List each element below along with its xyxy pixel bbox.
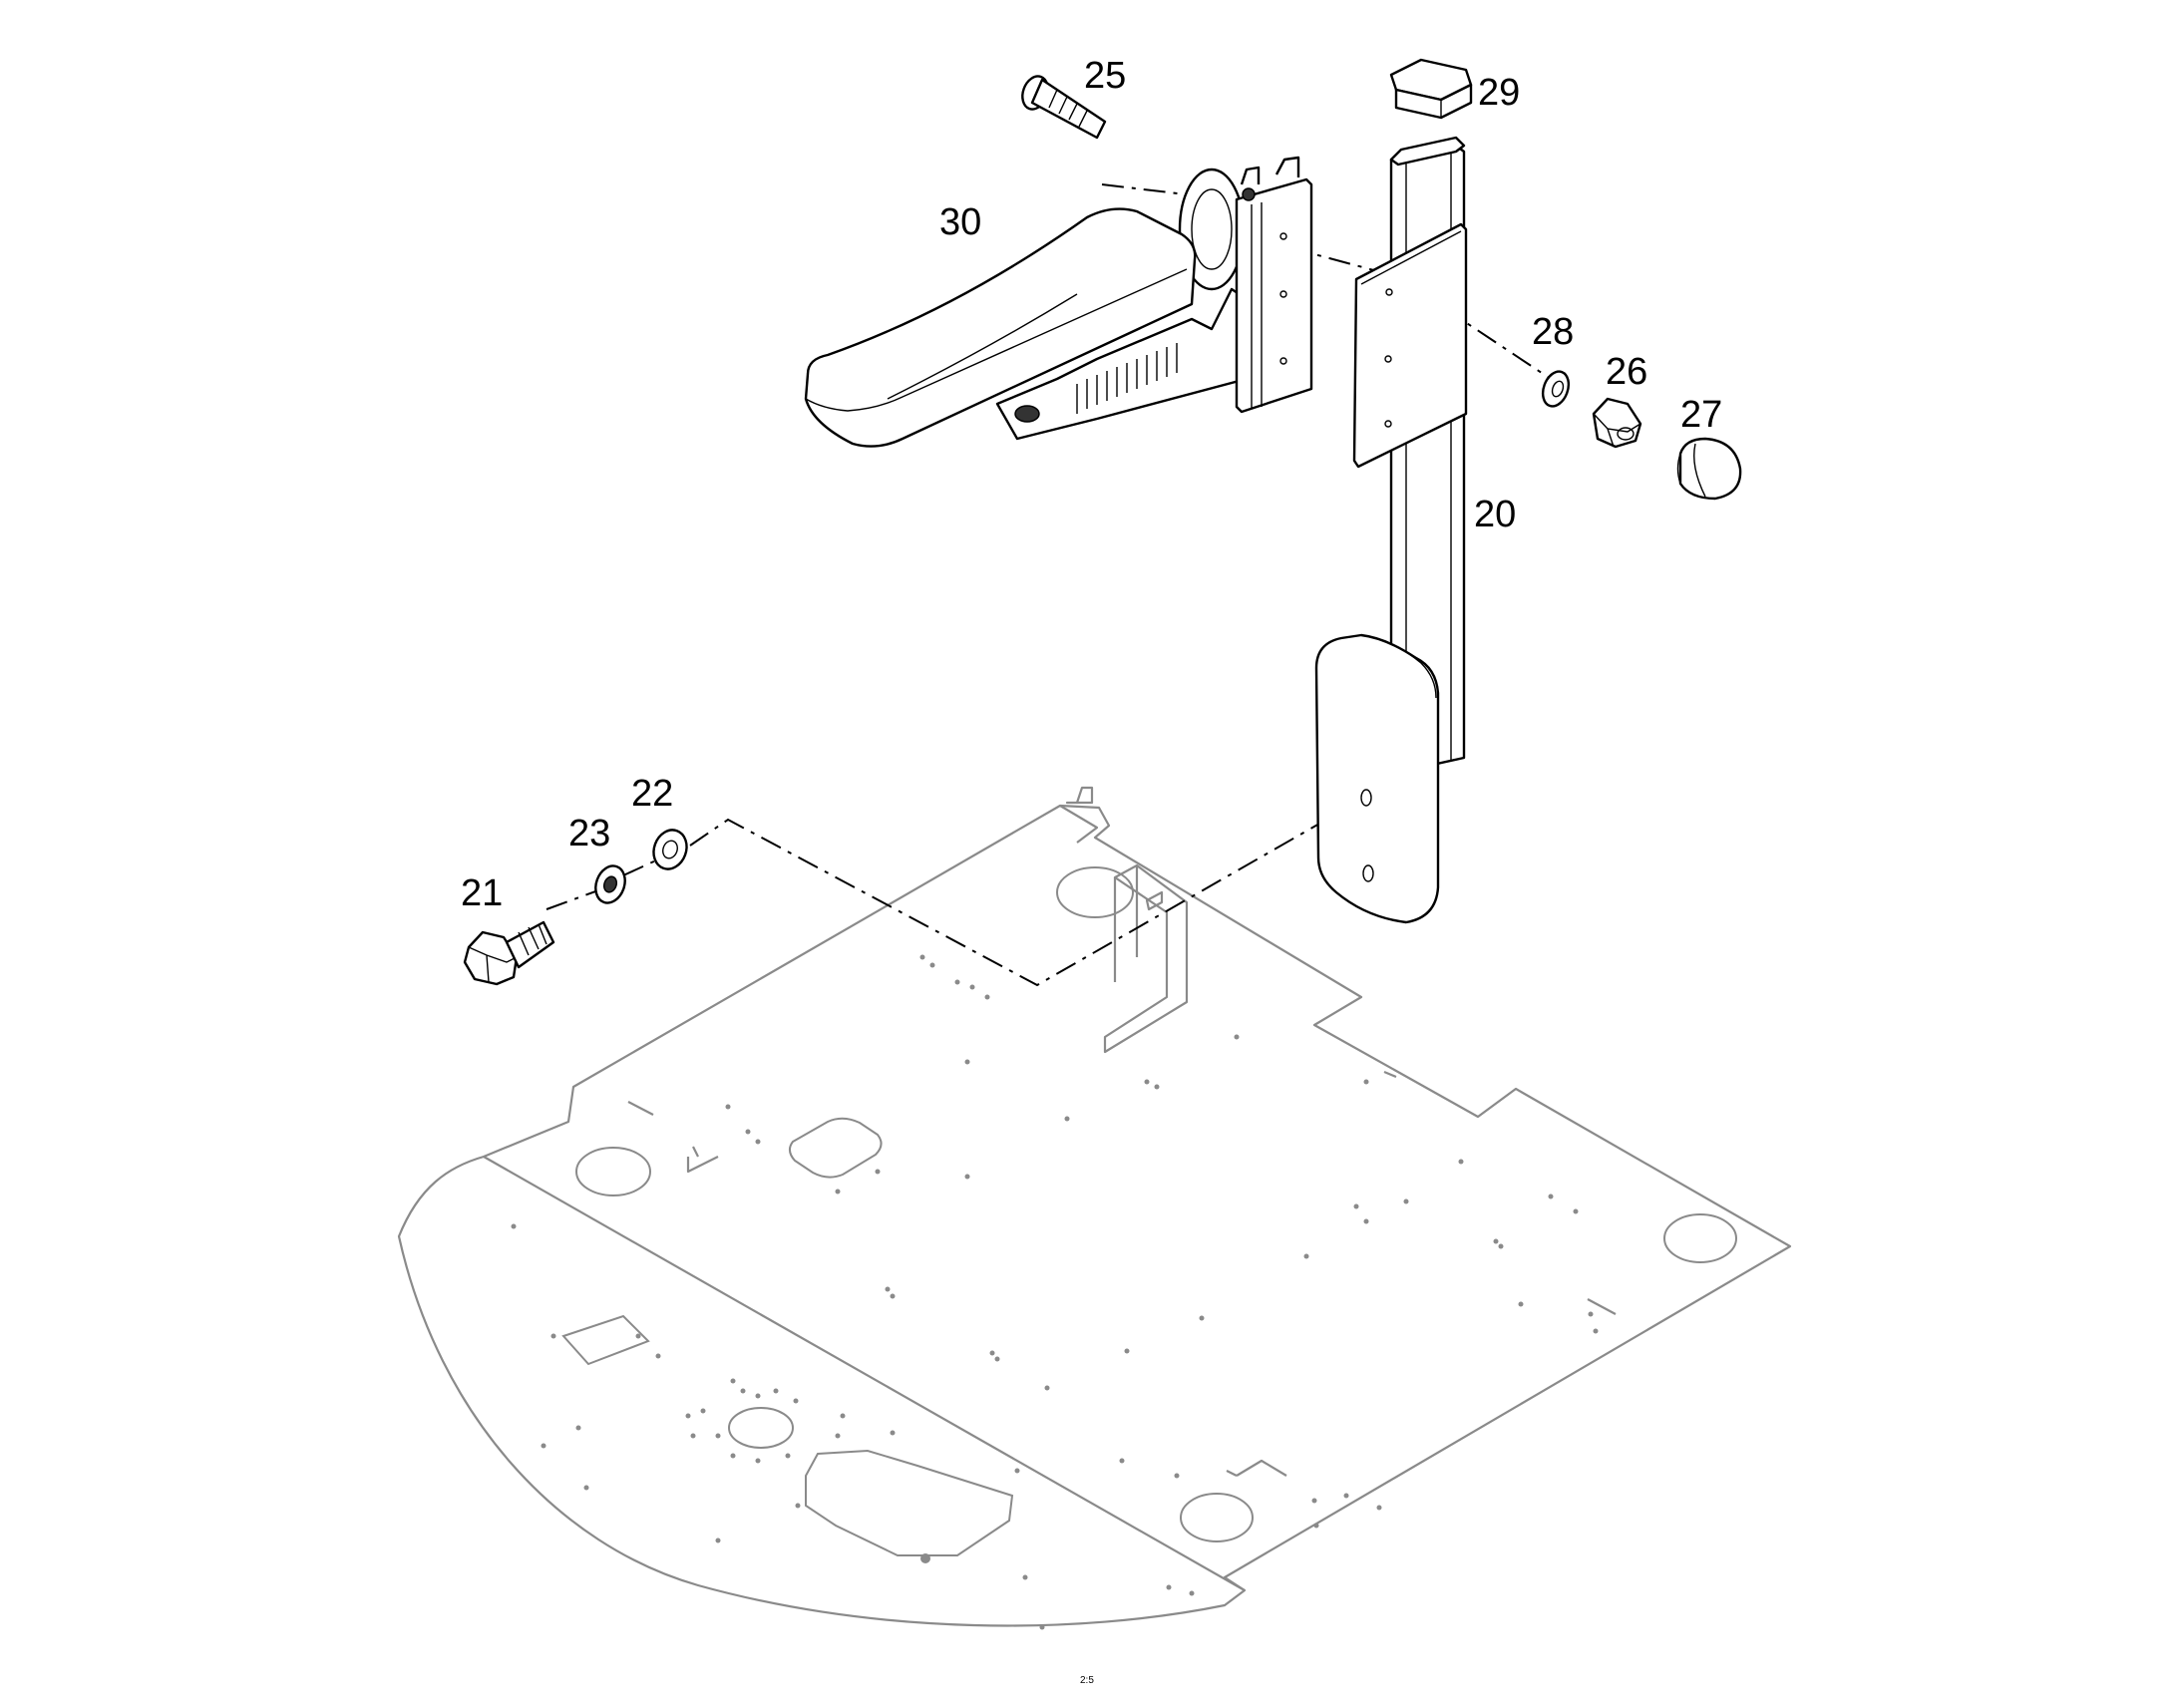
plate-hole [1056,866,1134,918]
plate-hole [1663,1213,1737,1263]
washer-22 [652,829,688,870]
armrest-30 [804,156,1313,448]
plate-hole [575,1147,651,1196]
assembly-lines [545,183,1555,987]
washer-28 [1541,370,1571,408]
page-code: 2:5 [1080,1675,1094,1686]
callout-29: 29 [1478,72,1520,114]
callout-23: 23 [568,813,610,854]
dome-cap-27 [1676,437,1742,501]
plate-hole [1180,1493,1254,1542]
callout-25: 25 [1084,55,1126,97]
bolt-25 [1021,75,1107,140]
callout-labels: 25 29 30 28 26 27 20 22 23 21 [461,55,1722,914]
callout-21: 21 [461,872,503,914]
callout-22: 22 [631,773,673,815]
floor-plate [397,786,1792,1630]
callout-26: 26 [1606,351,1647,393]
post-20 [1314,136,1468,924]
callout-20: 20 [1474,494,1516,535]
nut-26 [1592,397,1642,449]
callout-27: 27 [1680,394,1722,436]
hex-bolt-21 [463,920,555,986]
plate-hole [728,1407,794,1449]
square-cap-29 [1389,58,1473,120]
washer-23 [594,864,626,904]
callout-28: 28 [1532,311,1574,353]
mounting-bracket [1103,863,1189,1054]
callout-30: 30 [939,201,981,243]
